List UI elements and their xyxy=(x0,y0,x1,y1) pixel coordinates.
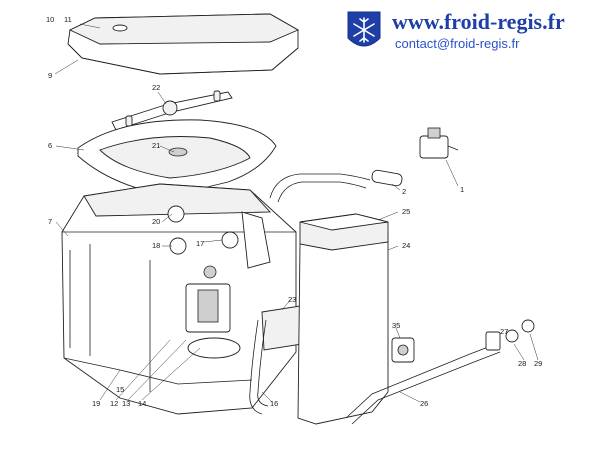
reservoir-part xyxy=(297,213,389,425)
callout-15: 15 xyxy=(116,385,124,394)
callout-1: 1 xyxy=(460,185,464,194)
callout-2: 2 xyxy=(402,187,406,196)
callout-13: 13 xyxy=(122,399,130,408)
leader-lines xyxy=(54,23,539,403)
fittings-part xyxy=(485,319,535,351)
callout-21: 21 xyxy=(152,141,160,150)
callout-labels: 10 11 9 22 6 21 7 20 18 17 25 24 23 1 2 … xyxy=(46,15,542,408)
callout-11: 11 xyxy=(64,15,72,24)
callout-26: 26 xyxy=(420,399,428,408)
drain-grid-part xyxy=(261,305,303,351)
callout-19: 19 xyxy=(92,399,100,408)
callout-22: 22 xyxy=(152,83,160,92)
callout-23: 23 xyxy=(288,295,296,304)
callout-24: 24 xyxy=(402,241,410,250)
callout-17: 17 xyxy=(196,239,204,248)
valve-part xyxy=(391,337,415,363)
contact-email[interactable]: contact@froid-regis.fr xyxy=(395,36,520,51)
snowflake-logo-icon xyxy=(344,8,384,56)
callout-16: 16 xyxy=(270,399,278,408)
bowl-part xyxy=(77,119,277,197)
callout-35: 35 xyxy=(392,321,400,330)
callout-10: 10 xyxy=(46,15,54,24)
motor-assembly-part xyxy=(167,205,271,359)
callout-18: 18 xyxy=(152,241,160,250)
electro-valve-part xyxy=(419,127,459,159)
drain-pipe-part xyxy=(249,319,269,415)
callout-28: 28 xyxy=(518,359,526,368)
callout-29: 29 xyxy=(534,359,542,368)
callout-6: 6 xyxy=(48,141,52,150)
callout-7: 7 xyxy=(48,217,52,226)
callout-14: 14 xyxy=(138,399,146,408)
website-url[interactable]: www.froid-regis.fr xyxy=(392,9,565,34)
callout-20: 20 xyxy=(152,217,160,226)
spray-arm-part xyxy=(111,90,233,131)
callout-9: 9 xyxy=(48,71,52,80)
callout-27: 27 xyxy=(500,327,508,336)
outlet-pipe-part xyxy=(345,343,501,425)
callout-25: 25 xyxy=(402,207,410,216)
callout-12: 12 xyxy=(110,399,118,408)
lid-part xyxy=(67,13,300,75)
inlet-pipe-part xyxy=(269,169,403,203)
